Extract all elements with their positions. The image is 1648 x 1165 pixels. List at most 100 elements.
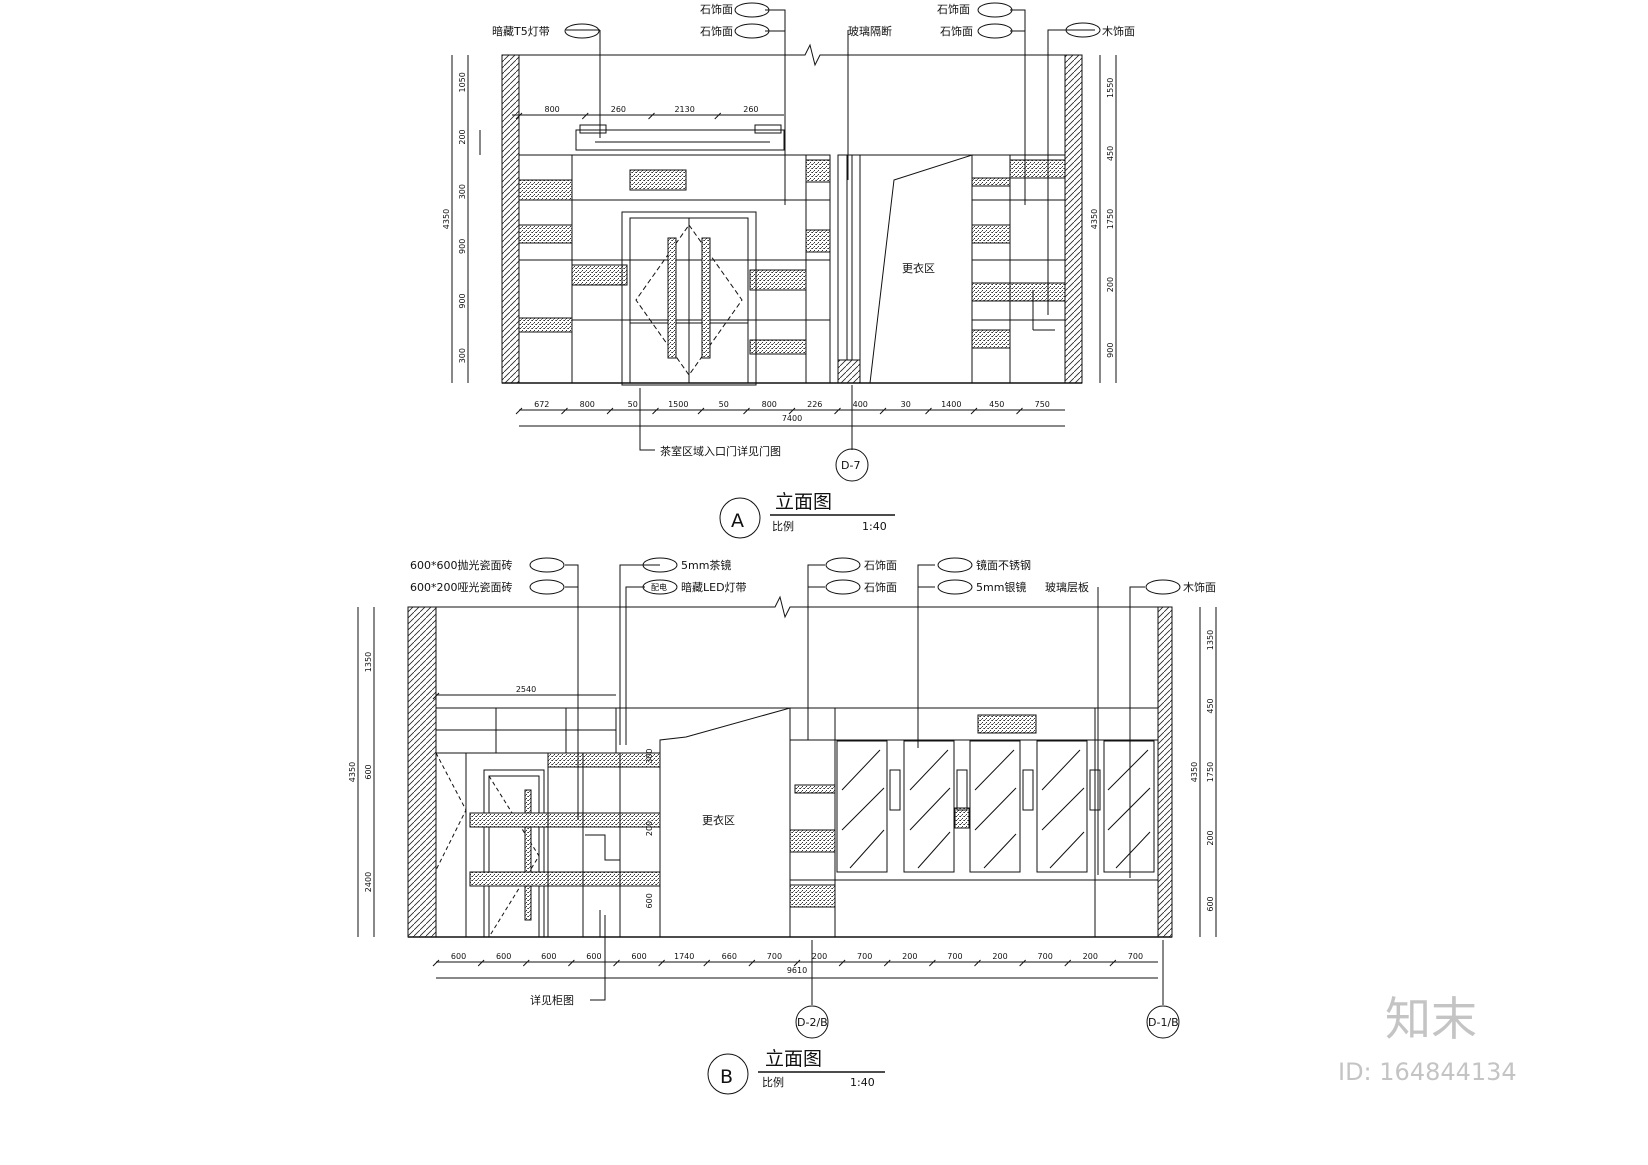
dimension-tick	[793, 959, 801, 967]
dimension-right-a: 900	[1106, 343, 1115, 358]
dimension-tick	[606, 407, 614, 415]
label-wood-b: 木饰面	[1183, 580, 1216, 594]
dimension-tick	[648, 112, 655, 120]
mirror-panels	[836, 740, 1155, 873]
scale-b: 1:40	[850, 1076, 875, 1089]
dimension-bottom-b: 700	[947, 952, 962, 961]
dimension-tick	[748, 959, 756, 967]
door-note: 茶室区域入口门详见门图	[660, 444, 781, 458]
label-stone-2: 石饰面	[700, 24, 733, 38]
t5-light-box	[575, 129, 785, 151]
door-b	[483, 769, 545, 938]
dimension-tick	[515, 112, 523, 120]
elevation-a	[451, 2, 1117, 539]
scale-a: 1:40	[862, 520, 887, 533]
dimension-tick	[925, 407, 932, 415]
dimension-tick	[1019, 959, 1026, 967]
dimension-tick	[974, 959, 981, 967]
dimension-bottom-b: 600	[586, 952, 601, 961]
dimension-bottom-b: 600	[541, 952, 556, 961]
label-led: 暗藏LED灯带	[681, 580, 747, 594]
dimension-tick	[515, 407, 523, 415]
watermark: 知末 ID: 164844134	[1338, 992, 1517, 1086]
dimension-tick	[788, 407, 796, 415]
wall-right-a	[1064, 54, 1083, 384]
dimension-tick	[929, 959, 936, 967]
label-wood-a: 木饰面	[1102, 24, 1135, 38]
wall-left-b	[407, 606, 437, 938]
dimension-left-a: 900	[458, 293, 467, 308]
label-tile-200: 600*200哑光瓷面砖	[410, 580, 513, 594]
section-tag-d1b: D-1/B	[1148, 1016, 1179, 1029]
dimension-tick	[522, 959, 530, 967]
label-stone-b2: 石饰面	[864, 580, 897, 594]
label-led-tag: 配电	[651, 582, 667, 592]
dimension-bottom-b: 600	[496, 952, 511, 961]
dimension-bottom-a: 1500	[668, 400, 688, 409]
dimension-bottom-a: 226	[807, 400, 822, 409]
dimension-tick	[652, 407, 659, 415]
label-tea-glass: 5mm茶镜	[681, 558, 731, 572]
label-stone-1: 石饰面	[700, 2, 733, 16]
dimension-left-a: 900	[458, 239, 467, 254]
dimension-tick	[432, 959, 440, 967]
scale-label-b: 比例	[762, 1075, 784, 1089]
watermark-logo: 知末	[1385, 992, 1477, 1046]
watermark-id: ID: 164844134	[1338, 1058, 1517, 1086]
dimension-left-b: 600	[364, 764, 373, 779]
dimension-tick	[1016, 407, 1023, 415]
label-glass-partition: 玻璃隔断	[848, 24, 892, 38]
dimension-top-b: 2540	[516, 685, 536, 694]
dimension-total: 4350	[442, 209, 451, 229]
dimension-top-a: 800	[544, 105, 559, 114]
double-door-a	[621, 211, 757, 386]
dimension-bottom-a: 400	[853, 400, 868, 409]
dimension-total: 9610	[787, 966, 807, 975]
dimension-tick	[613, 959, 620, 967]
title-letter-a: A	[731, 510, 744, 532]
dimension-right-a: 1750	[1106, 209, 1115, 229]
dimension-right-a: 200	[1106, 277, 1115, 292]
dimension-right-b: 600	[1206, 896, 1215, 911]
detail-note-b: 详见柜图	[530, 993, 574, 1007]
title-name-a: 立面图	[775, 491, 832, 513]
dimension-right-b: 1350	[1206, 630, 1215, 650]
dimension-tick	[703, 959, 711, 967]
dimension-bottom-a: 50	[628, 400, 638, 409]
dimension-bottom-a: 450	[989, 400, 1004, 409]
dimension-total: 7400	[782, 414, 802, 423]
label-stone-4: 石饰面	[940, 24, 973, 38]
dimension-tick	[432, 692, 440, 700]
dimension-inner-b: 300	[645, 749, 654, 764]
dimension-total: 4350	[1190, 762, 1199, 782]
dimension-bottom-b: 600	[631, 952, 646, 961]
dimension-inner-b: 200	[645, 821, 654, 836]
dimension-top-a: 260	[743, 105, 758, 114]
dimension-bottom-a: 800	[762, 400, 777, 409]
dimension-bottom-b: 200	[992, 952, 1007, 961]
dimension-left-b: 1350	[364, 652, 373, 672]
dimension-bottom-a: 1400	[941, 400, 961, 409]
zone-label-b: 更衣区	[702, 813, 735, 827]
dimension-right-b: 200	[1206, 830, 1215, 845]
dimension-bottom-b: 600	[451, 952, 466, 961]
dimension-tick	[714, 112, 722, 120]
dimension-bottom-b: 1740	[674, 952, 694, 961]
dimension-left-a: 1050	[458, 72, 467, 92]
labels-b: 600*600抛光瓷面砖 600*200哑光瓷面砖 5mm茶镜 配电 暗藏LED…	[348, 558, 1216, 1089]
dimension-left-b: 2400	[364, 872, 373, 892]
label-steel: 镜面不锈钢	[976, 558, 1031, 572]
dimension-bottom-a: 750	[1035, 400, 1050, 409]
dimension-left-a: 300	[458, 348, 467, 363]
label-mirror: 5mm银镜	[976, 580, 1026, 594]
dimension-inner-b: 600	[645, 893, 654, 908]
dimension-tick	[477, 959, 485, 967]
dimension-bottom-b: 200	[1083, 952, 1098, 961]
dimension-bottom-b: 700	[767, 952, 782, 961]
labels-a: 暗藏T5灯带 石饰面 石饰面 玻璃隔断 石饰面 石饰面 木饰面 更衣区 茶室区域…	[442, 2, 1135, 533]
dimension-tick	[970, 407, 978, 415]
dimension-bottom-a: 30	[901, 400, 911, 409]
dimension-bottom-b: 200	[812, 952, 827, 961]
dimension-tick	[743, 407, 750, 415]
